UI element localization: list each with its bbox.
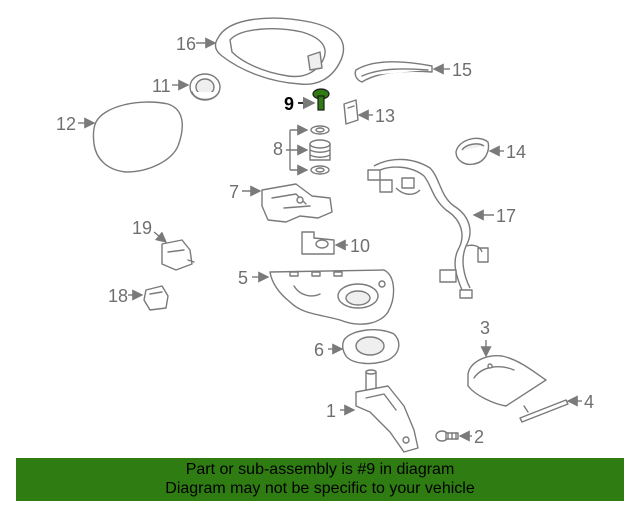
callout-17: 17 [472, 206, 516, 226]
part-2-bolt [435, 430, 459, 442]
part-7-bracket [261, 183, 333, 223]
svg-text:5: 5 [238, 268, 248, 288]
callout-4: 4 [566, 392, 594, 412]
part-8-washer-spring-set [309, 125, 331, 175]
exploded-parts-diagram: 16 15 11 12 9 13 [56, 17, 594, 453]
svg-text:4: 4 [584, 392, 594, 412]
callout-1: 1 [326, 401, 356, 421]
svg-text:17: 17 [496, 206, 516, 226]
callout-8: 8 [273, 124, 309, 176]
svg-text:12: 12 [56, 114, 76, 134]
svg-text:14: 14 [506, 142, 526, 162]
callout-15: 15 [432, 60, 472, 80]
svg-text:10: 10 [350, 236, 370, 256]
svg-text:9: 9 [284, 94, 294, 114]
banner-line-part-number: Part or sub-assembly is #9 in diagram [185, 461, 455, 478]
svg-text:3: 3 [480, 318, 490, 338]
callout-5: 5 [238, 268, 270, 288]
callout-12: 12 [56, 114, 96, 134]
callout-13: 13 [357, 106, 395, 126]
svg-text:16: 16 [176, 34, 196, 54]
callout-19: 19 [132, 218, 168, 243]
callout-7: 7 [229, 182, 262, 202]
part-17-wiring-harness [367, 158, 489, 299]
svg-text:2: 2 [474, 427, 484, 447]
part-1-mounting-arm [355, 369, 419, 453]
callout-6: 6 [314, 340, 344, 360]
part-13-clip [343, 99, 359, 125]
callout-3: 3 [480, 318, 492, 358]
svg-text:6: 6 [314, 340, 324, 360]
svg-text:7: 7 [229, 182, 239, 202]
part-3-cover [467, 355, 547, 407]
part-6-seal [341, 329, 400, 365]
part-5-mirror-base [269, 269, 395, 325]
part-11-round-actuator [189, 73, 221, 101]
part-12-mirror-glass [92, 101, 183, 173]
svg-text:8: 8 [273, 139, 283, 159]
part-18-connector [143, 285, 169, 311]
part-9-screw-highlighted [312, 88, 330, 111]
svg-text:11: 11 [152, 76, 171, 96]
callout-9: 9 [284, 94, 316, 114]
part-19-motor [161, 239, 195, 271]
callout-10: 10 [334, 236, 370, 256]
svg-text:19: 19 [132, 218, 152, 238]
svg-text:15: 15 [452, 60, 472, 80]
banner-line-disclaimer: Diagram may not be specific to your vehi… [165, 480, 475, 497]
svg-text:1: 1 [326, 401, 336, 421]
part-16-mirror-cover [214, 17, 345, 85]
part-15-trim-strip [354, 61, 433, 83]
part-14-cap [455, 137, 490, 166]
callout-16: 16 [176, 34, 217, 54]
svg-text:13: 13 [375, 106, 395, 126]
callout-18: 18 [108, 286, 144, 306]
callout-14: 14 [488, 142, 526, 162]
callout-2: 2 [458, 427, 484, 447]
svg-text:18: 18 [108, 286, 128, 306]
callout-11: 11 [152, 76, 190, 96]
part-4-rod [519, 399, 569, 423]
highlight-notice-banner: Part or sub-assembly is #9 in diagram Di… [16, 458, 624, 501]
part-10-actuator [301, 231, 335, 255]
